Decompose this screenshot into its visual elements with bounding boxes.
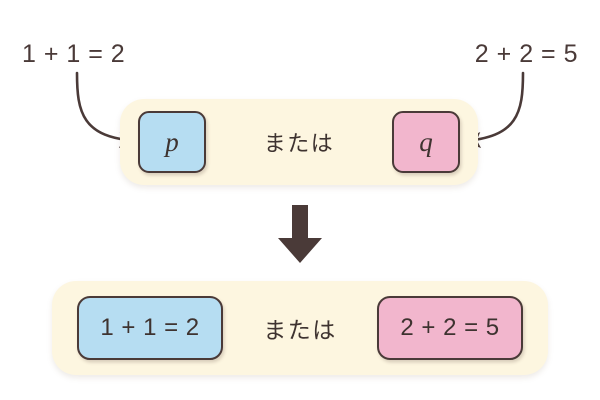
top-panel-box-q[interactable]: q xyxy=(391,111,460,173)
bottom-proposition-panel: 1 + 1 = 2 または 2 + 2 = 5 xyxy=(52,281,548,375)
bottom-panel-connective: または xyxy=(263,318,337,344)
top-panel-connective: または xyxy=(263,132,335,157)
top-panel-box-p[interactable]: p xyxy=(138,111,206,173)
bottom-panel-box-right[interactable]: 2 + 2 = 5 xyxy=(377,296,523,360)
caption-left-equation: 1 + 1 = 2 xyxy=(22,40,126,68)
arrow-down-icon xyxy=(278,205,322,263)
bottom-panel-box-left[interactable]: 1 + 1 = 2 xyxy=(77,296,223,360)
top-proposition-panel: p または q xyxy=(120,99,478,185)
caption-right-equation: 2 + 2 = 5 xyxy=(474,40,578,68)
